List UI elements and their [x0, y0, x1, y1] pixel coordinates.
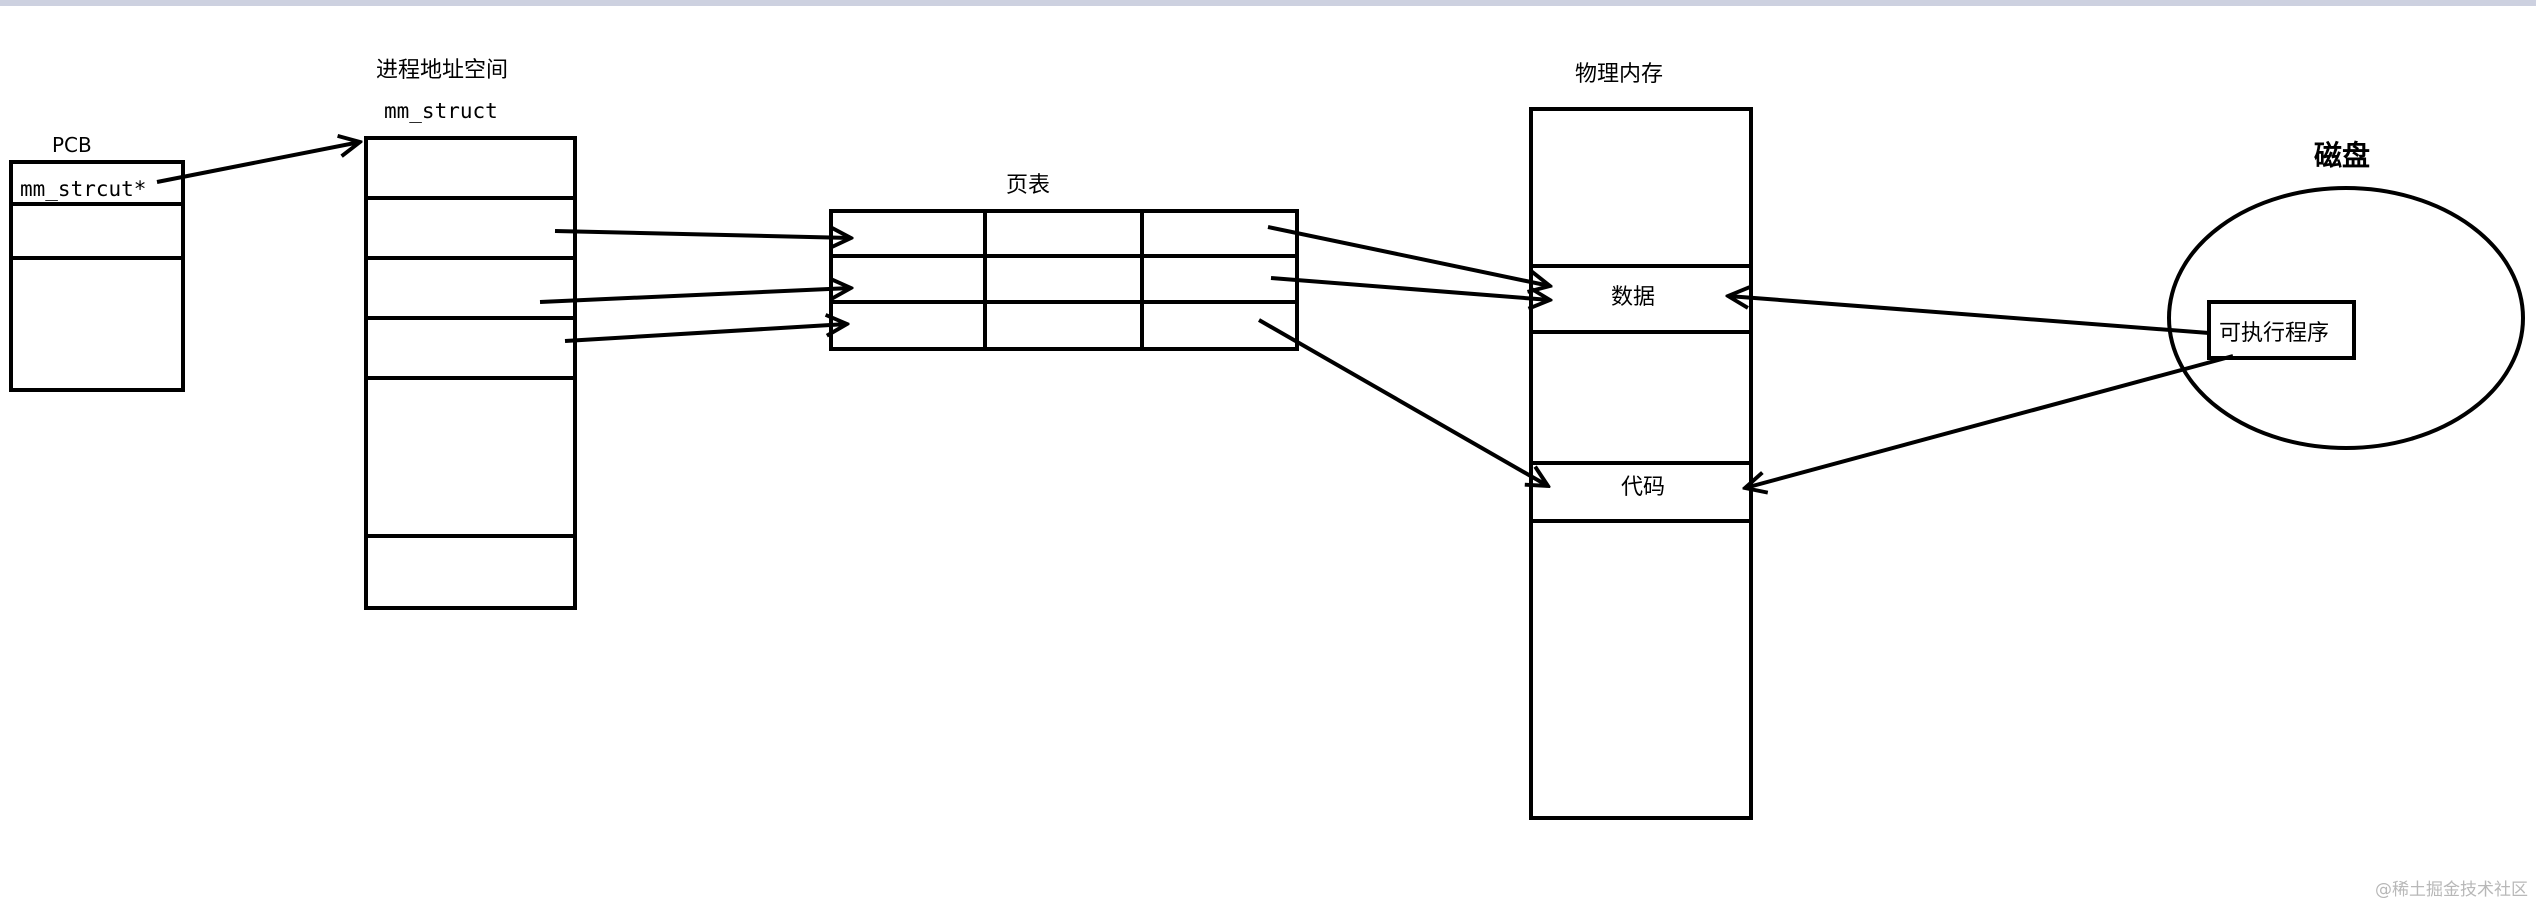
page-table-to-data-arrow	[1267, 225, 1550, 286]
page-table-title: 页表	[1006, 173, 1050, 198]
data-frame-label: 数据	[1611, 285, 1655, 310]
disk-block: 磁盘 可执行程序	[2167, 139, 2525, 450]
pcb-mm-field: mm_strcut*	[20, 177, 146, 201]
physical-memory-block: 物理内存 数据 代码	[1529, 62, 1753, 820]
mm-struct-label: mm_struct	[384, 99, 498, 123]
address-space-block: 进程地址空间 mm_struct	[364, 58, 577, 610]
program-to-data-arrow	[1728, 296, 2210, 335]
executable-box	[2207, 300, 2356, 360]
disk-title: 磁盘	[2314, 139, 2370, 172]
address-to-page-table-arrow	[539, 288, 851, 304]
pcb-box	[9, 160, 185, 392]
code-frame-label: 代码	[1621, 475, 1665, 500]
address-to-page-table-arrow	[554, 231, 851, 238]
executable-label: 可执行程序	[2219, 321, 2329, 346]
page-table-block: 页表	[829, 173, 1299, 351]
disk-ellipse	[2167, 186, 2525, 450]
program-to-code-arrow	[1745, 354, 2234, 488]
pcb-block: PCB mm_strcut*	[9, 133, 185, 392]
physical-memory-title: 物理内存	[1575, 62, 1663, 87]
address-space-title: 进程地址空间	[376, 58, 508, 83]
address-space-box	[364, 136, 577, 610]
page-table-to-code-arrow	[1258, 318, 1548, 486]
address-to-page-table-arrow	[564, 324, 847, 343]
arrows	[156, 142, 2234, 488]
watermark: @稀土掘金技术社区	[2375, 880, 2528, 900]
pcb-title: PCB	[52, 133, 92, 157]
page-table-box	[829, 209, 1299, 351]
top-border	[0, 0, 2536, 6]
page-table-to-data-arrow	[1270, 276, 1550, 300]
pcb-to-mm-struct-arrow	[156, 142, 360, 184]
